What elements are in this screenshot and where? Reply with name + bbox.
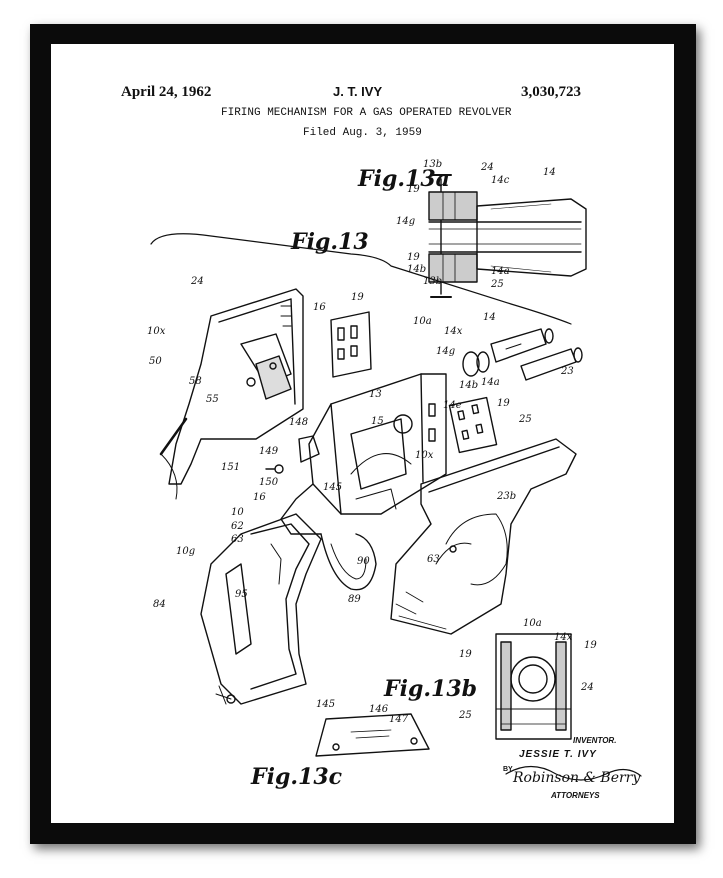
label-16-a: 16 [313,302,326,313]
label-10a-a: 10a [413,316,432,327]
label-10: 10 [231,507,244,518]
label-14g-b: 14g [436,346,456,357]
label-63-a: 63 [231,534,244,545]
label-19-e: 19 [459,649,472,660]
label-19-c: 19 [351,292,364,303]
label-147: 147 [389,714,409,725]
fig13b-section-drawing [495,633,572,740]
label-25-a: 25 [491,279,504,290]
label-24-b: 24 [191,276,204,287]
label-149: 149 [259,446,279,457]
label-14a-b: 14a [481,377,500,388]
label-19-b: 19 [407,252,420,263]
label-145-b: 145 [316,699,336,710]
fig13c-part-drawing [315,713,430,757]
label-14-a: 14 [543,167,556,178]
label-148: 148 [289,417,309,428]
label-95: 95 [235,589,248,600]
side-plate-drawing [159,288,304,500]
label-19-d: 19 [497,398,510,409]
picture-frame: April 24, 1962 J. T. IVY 3,030,723 FIRIN… [30,24,696,844]
label-14b-a: 14b [407,264,427,275]
label-145-a: 145 [323,482,343,493]
patent-title: FIRING MECHANISM FOR A GAS OPERATED REVO… [221,107,512,119]
plate-16-drawing [330,311,372,378]
label-10x-b: 10x [415,450,434,461]
label-13b-top: 13b [423,159,443,170]
label-24-c: 24 [581,682,594,693]
grip-drawing [200,513,322,705]
label-14x-a: 14x [444,326,463,337]
label-58: 58 [189,376,202,387]
label-14a-a: 14a [491,266,510,277]
label-146: 146 [369,704,389,715]
barrel-shroud-drawing [390,438,577,635]
label-19-f: 19 [584,640,597,651]
label-10a-b: 10a [523,618,542,629]
label-19-a: 19 [407,184,420,195]
label-89: 89 [348,594,361,605]
fig13a-caption: Fig.13a [358,166,450,192]
patent-drawing [150,174,642,781]
label-63-b: 63 [427,554,440,565]
patent-date: April 24, 1962 [121,84,212,100]
label-13: 13 [369,389,382,400]
label-90: 90 [357,556,370,567]
label-23: 23 [561,366,574,377]
label-15: 15 [371,416,384,427]
label-14c-a: 14c [491,175,510,186]
fig13a-section-drawing [428,174,587,298]
label-50: 50 [149,356,162,367]
label-151: 151 [221,462,241,473]
attorneys-signature: Robinson & Berry [513,770,641,786]
attorneys-caption: ATTORNEYS [551,791,600,800]
label-24-a: 24 [481,162,494,173]
label-10x-a: 10x [147,326,166,337]
label-14b-b: 14b [459,380,479,391]
revolver-frame-drawing [265,373,447,591]
label-25-c: 25 [459,710,472,721]
label-25-b: 25 [519,414,532,425]
cylinder-parts-drawing [448,328,583,454]
label-14x-b: 14x [554,632,573,643]
fig13b-caption: Fig.13b [384,676,478,702]
label-14g-a: 14g [396,216,416,227]
filed-date: Filed Aug. 3, 1959 [303,127,422,139]
label-13b-bottom: 13b [423,276,443,287]
patent-number: 3,030,723 [521,84,581,100]
label-150: 150 [259,477,279,488]
inventor-short-name: J. T. IVY [333,84,383,99]
inventor-caption: INVENTOR. [573,736,617,745]
label-55: 55 [206,394,219,405]
fig13c-caption: Fig.13c [251,764,343,790]
label-14e: 14e [443,400,462,411]
label-84: 84 [153,599,166,610]
label-16-b: 16 [253,492,266,503]
by-caption: BY [503,766,513,773]
fig13-caption: Fig.13 [291,229,369,255]
label-10g: 10g [176,546,196,557]
label-23b: 23b [497,491,517,502]
label-62: 62 [231,521,244,532]
label-14-b: 14 [483,312,496,323]
patent-sheet: April 24, 1962 J. T. IVY 3,030,723 FIRIN… [51,44,674,823]
inventor-name: JESSIE T. IVY [519,749,597,760]
